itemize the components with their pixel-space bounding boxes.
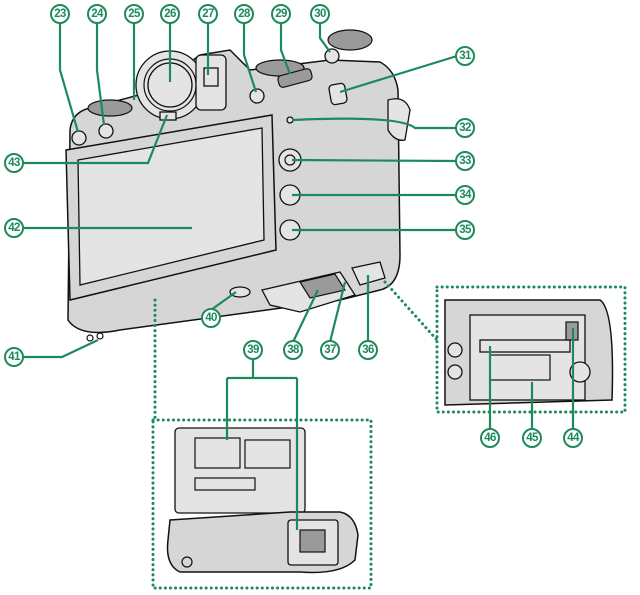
callout-31: 31: [455, 46, 475, 66]
callout-27: 27: [198, 4, 218, 24]
camera-body: [65, 29, 411, 342]
callout-number: 28: [238, 8, 251, 20]
callout-45: 45: [522, 428, 542, 448]
callout-41: 41: [4, 347, 24, 367]
callout-38: 38: [283, 340, 303, 360]
callout-39: 39: [243, 340, 263, 360]
callout-number: 40: [205, 312, 217, 324]
callout-number: 26: [164, 8, 176, 20]
callout-number: 37: [324, 344, 336, 356]
callout-number: 42: [8, 222, 20, 234]
callout-number: 38: [287, 344, 300, 356]
callout-44: 44: [563, 428, 583, 448]
callout-28: 28: [234, 4, 254, 24]
callout-23: 23: [50, 4, 70, 24]
callout-number: 35: [459, 224, 472, 236]
callout-number: 45: [526, 432, 539, 444]
callout-29: 29: [271, 4, 291, 24]
callout-42: 42: [4, 218, 24, 238]
callout-32: 32: [455, 118, 475, 138]
callout-number: 29: [275, 8, 287, 20]
callout-number: 25: [128, 8, 141, 20]
callout-30: 30: [310, 4, 330, 24]
callout-number: 36: [362, 344, 374, 356]
callout-35: 35: [455, 220, 475, 240]
callout-number: 34: [459, 189, 472, 201]
callout-number: 32: [459, 122, 471, 134]
callout-34: 34: [455, 185, 475, 205]
callout-number: 44: [567, 432, 580, 444]
callout-number: 24: [91, 8, 104, 20]
callout-number: 33: [459, 155, 471, 167]
callout-26: 26: [160, 4, 180, 24]
callout-37: 37: [320, 340, 340, 360]
battery-compartment-inset: [151, 298, 373, 590]
callout-number: 27: [202, 8, 214, 20]
callout-number: 31: [459, 50, 472, 62]
callout-number: 23: [54, 8, 66, 20]
callout-33: 33: [455, 151, 475, 171]
callout-25: 25: [124, 4, 144, 24]
callout-number: 39: [247, 344, 259, 356]
callout-number: 43: [8, 157, 20, 169]
callout-46: 46: [480, 428, 500, 448]
callout-number: 41: [8, 351, 21, 363]
leader-lines: [22, 22, 575, 530]
callout-36: 36: [358, 340, 378, 360]
callout-number: 30: [314, 8, 326, 20]
callout-number: 46: [484, 432, 496, 444]
callout-40: 40: [201, 308, 221, 328]
card-slot-inset: [383, 280, 627, 414]
callout-43: 43: [4, 153, 24, 173]
callout-24: 24: [87, 4, 107, 24]
